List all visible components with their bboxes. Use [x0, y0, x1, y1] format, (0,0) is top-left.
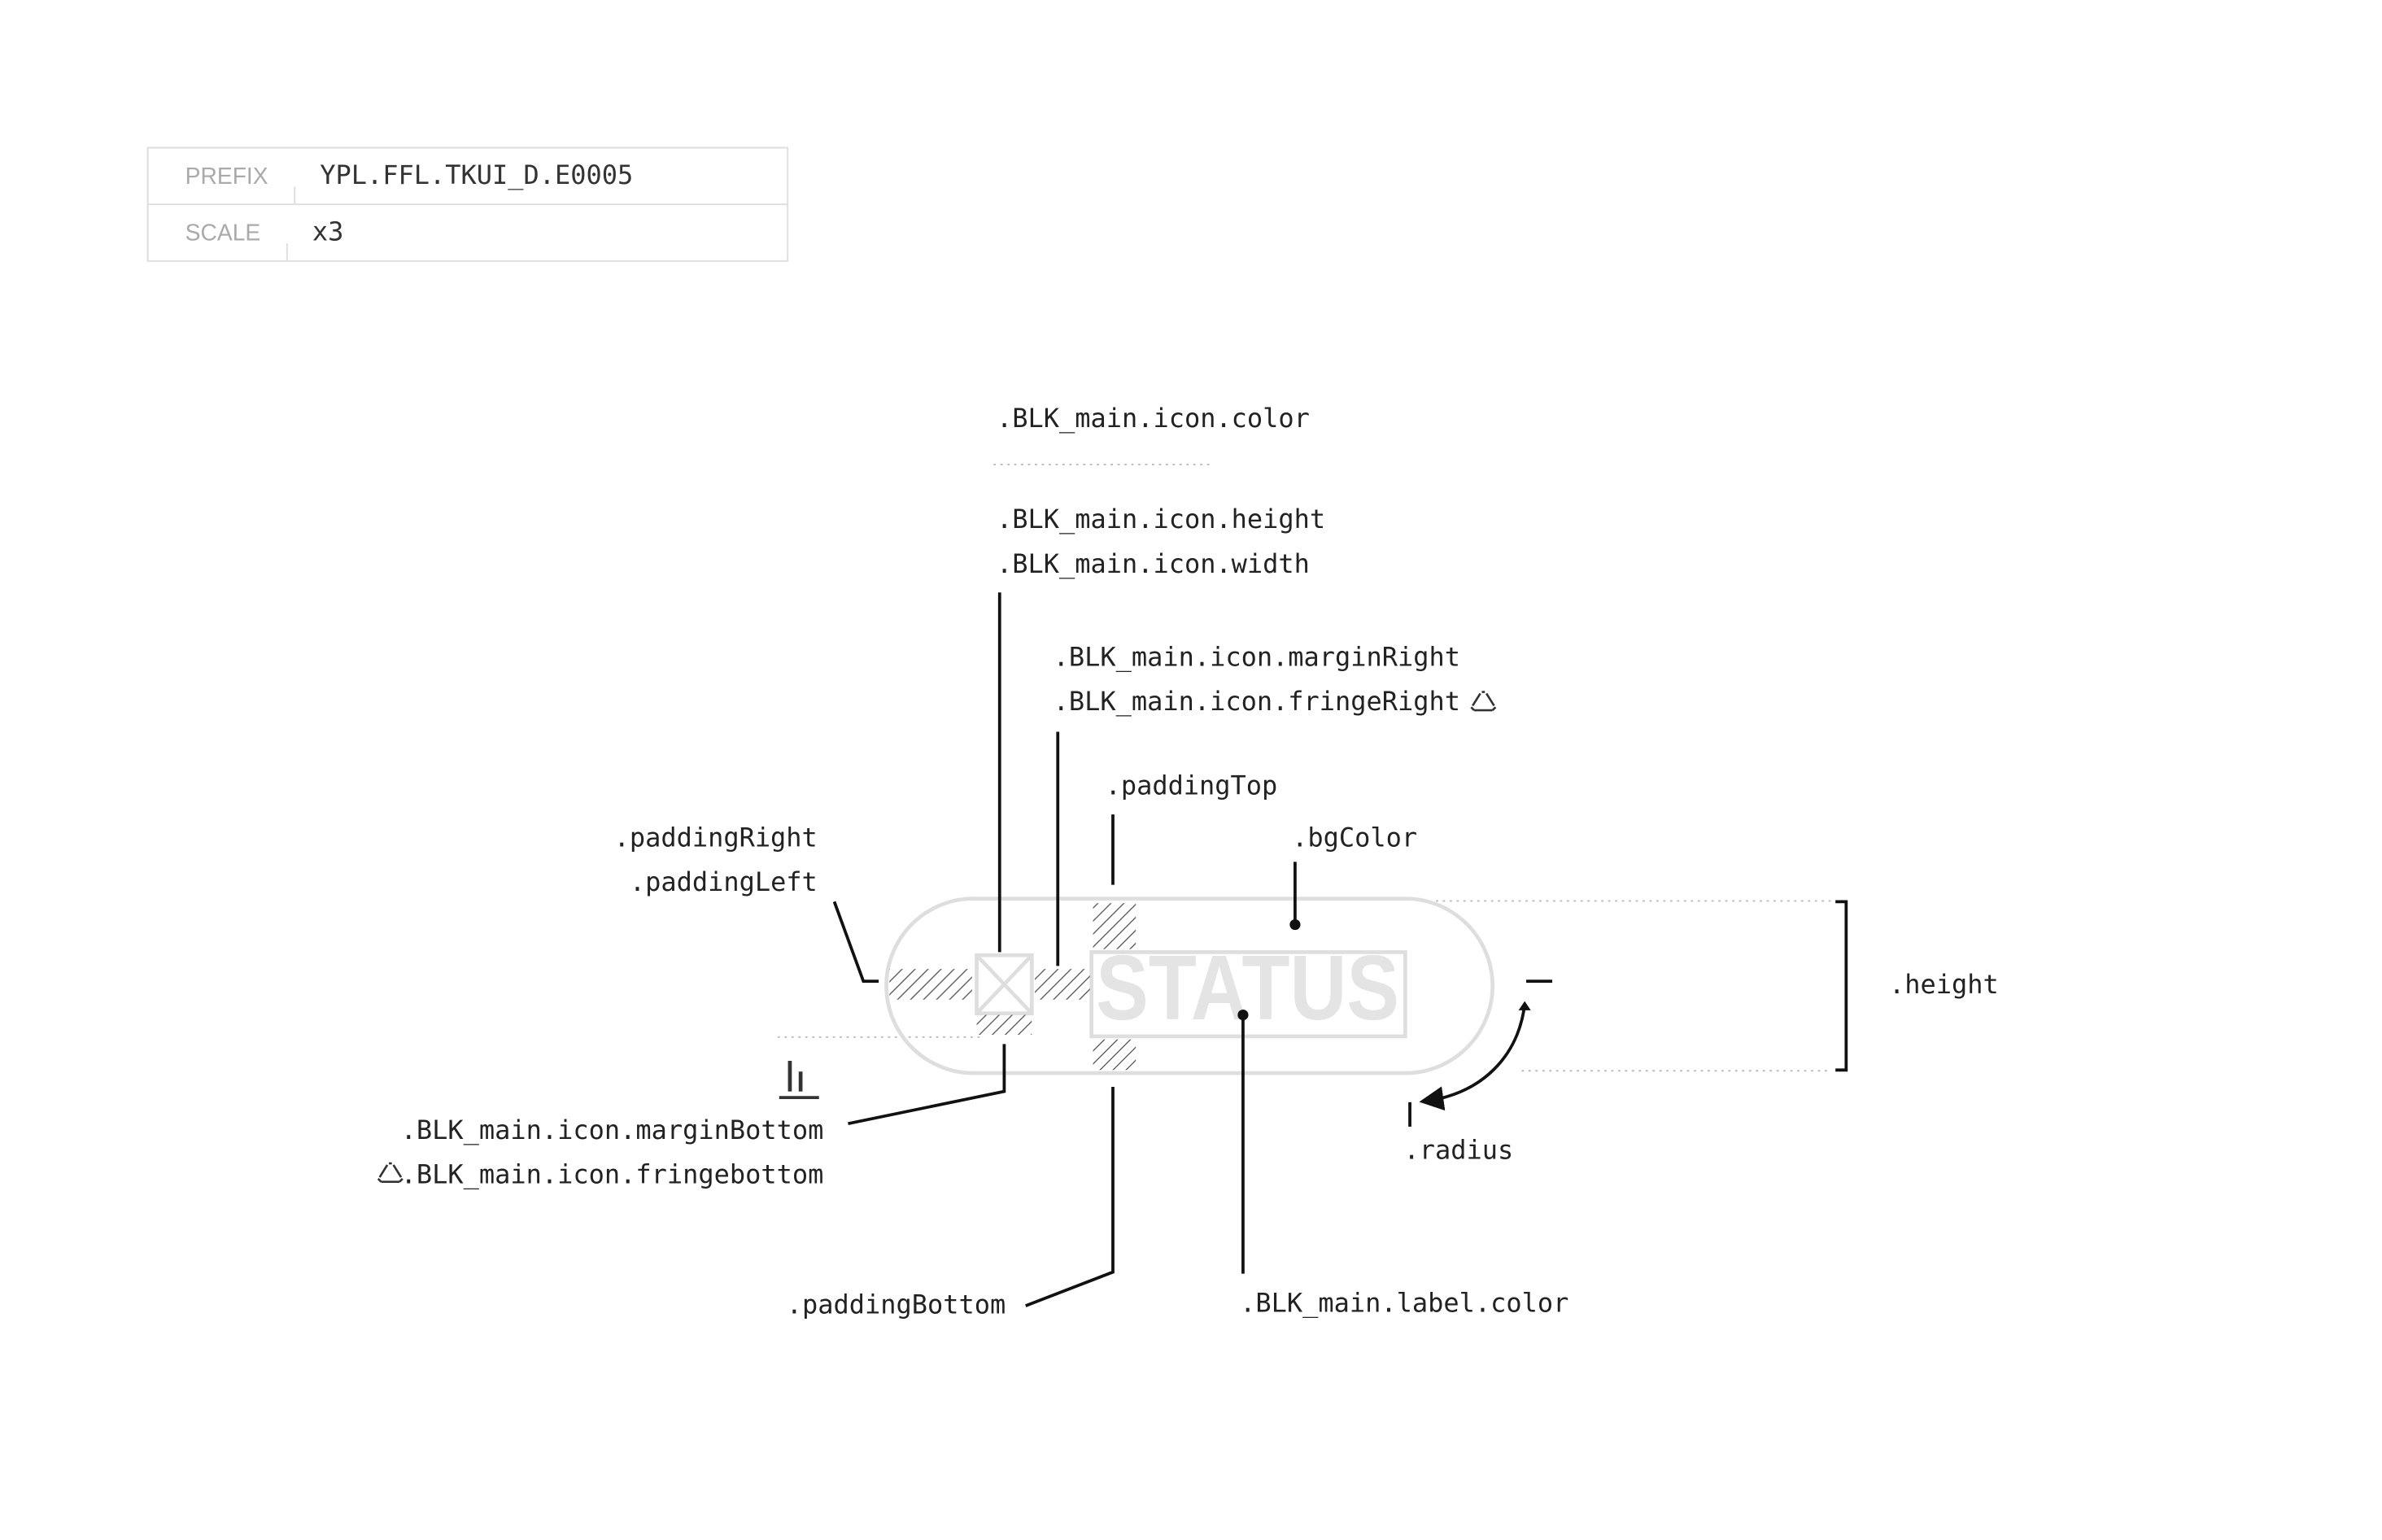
meta-table: PREFIX YPL.FFL.TKUI_D.E0005 SCALE x3 [146, 146, 789, 262]
status-label: STATUS [1096, 936, 1399, 1039]
leader-lines [832, 592, 1848, 1307]
status-pill: STATUS [884, 897, 1495, 1075]
icon-margin-right-hatch [1035, 969, 1090, 1000]
height-bracket [1835, 900, 1848, 1072]
label-radius: .radius [1404, 1134, 1514, 1165]
meta-key-scale: SCALE [185, 219, 261, 245]
label-icon-margin-right: .BLK_main.icon.marginRight [1054, 642, 1460, 673]
padding-left-hatch [889, 969, 972, 1000]
baseline-align-icon [779, 1061, 819, 1100]
radius-arrow [1419, 1004, 1527, 1111]
icon-margin-bottom-hatch [976, 1014, 1032, 1036]
label-color-dot [1237, 1009, 1249, 1021]
label-icon-fringe-right: .BLK_main.icon.fringeRight [1054, 686, 1460, 717]
label-label-color: .BLK_main.label.color [1240, 1288, 1568, 1319]
label-padding-left: .paddingLeft [630, 866, 818, 897]
recycle-icon [377, 1162, 404, 1183]
padding-bottom-hatch [1093, 1039, 1136, 1071]
bg-color-dot [1289, 918, 1301, 931]
label-padding-top: .paddingTop [1106, 770, 1278, 801]
meta-value-scale: x3 [312, 216, 343, 246]
radius-arrow-tail [1518, 1001, 1531, 1010]
padding-top-hatch [1093, 903, 1136, 949]
label-box [1089, 950, 1407, 1039]
label-icon-fringe-bottom: .BLK_main.icon.fringebottom [401, 1159, 824, 1190]
label-padding-right: .paddingRight [614, 822, 818, 853]
padding-bottom-leader [1025, 1087, 1115, 1307]
icon-placeholder-icon [975, 953, 1034, 1016]
label-padding-bottom: .paddingBottom [787, 1289, 1006, 1320]
label-icon-margin-bottom: .BLK_main.icon.marginBottom [401, 1115, 824, 1145]
meta-value-prefix: YPL.FFL.TKUI_D.E0005 [320, 159, 633, 190]
label-icon-width: .BLK_main.icon.width [997, 548, 1310, 579]
label-icon-height: .BLK_main.icon.height [997, 504, 1325, 534]
pill-outline [884, 897, 1495, 1075]
guide-lines [777, 464, 1831, 1072]
recycle-icon [1470, 691, 1497, 712]
padding-leader [832, 901, 879, 984]
icon-margin-bottom-leader [848, 1044, 1006, 1126]
label-icon-color: .BLK_main.icon.color [997, 403, 1310, 434]
meta-key-prefix: PREFIX [185, 163, 268, 189]
label-bg-color: .bgColor [1292, 822, 1417, 853]
label-height: .height [1889, 969, 1999, 1000]
